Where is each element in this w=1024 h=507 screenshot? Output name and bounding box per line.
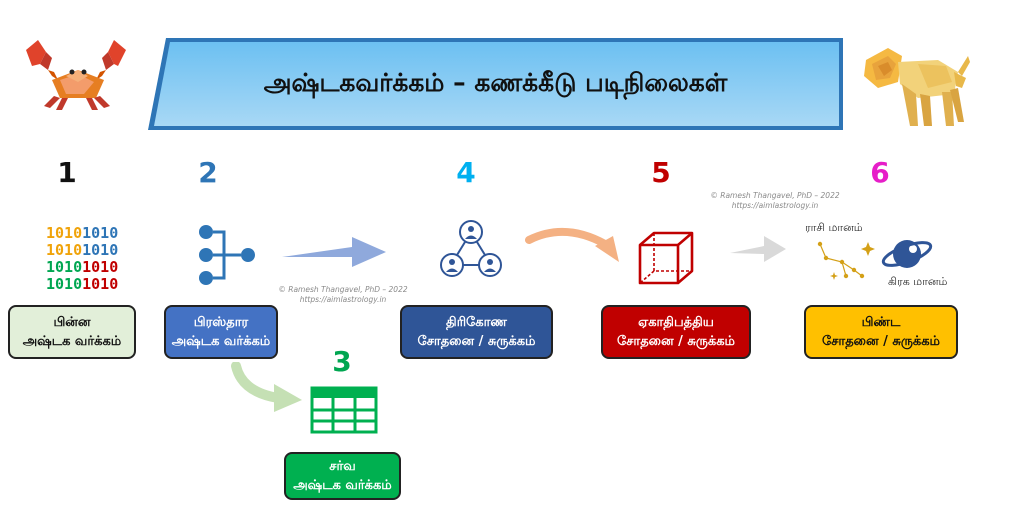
arrow-step2-to-step3: [231, 362, 302, 412]
page-title: அஷ்டகவர்க்கம் – கணக்கீடு படிநிலைகள்: [263, 67, 728, 97]
step-label-line2: அஷ்டக வர்க்கம்: [293, 478, 392, 493]
step-label-line2: சோதனை / சுருக்கம்: [417, 334, 536, 349]
hierarchy-icon: [199, 225, 255, 285]
step-number-2: 2: [198, 156, 218, 189]
step-label-line1: ஏகாதிபத்திய: [638, 315, 714, 330]
table-grid-icon: [310, 386, 378, 434]
watermark-line: https://aimlastrology.in: [731, 201, 819, 210]
step-number-3: 3: [332, 345, 352, 378]
constellation-icon: [817, 241, 875, 280]
step-label-line2: அஷ்டக வர்க்கம்: [22, 334, 122, 349]
binary-row: 10101010: [46, 225, 122, 242]
binary-icon: 10101010 10101010 10101010 10101010: [46, 225, 122, 293]
step-number-5: 5: [651, 156, 671, 189]
watermark-line: © Ramesh Thangavel, PhD – 2022: [710, 191, 840, 200]
step-label-line2: அஷ்டக வர்க்கம்: [171, 334, 271, 349]
cube-icon: [638, 231, 694, 285]
binary-group: 1010: [46, 258, 83, 276]
step-box-6: பிண்ட சோதனை / சுருக்கம்: [804, 305, 958, 359]
graha-label: கிரக மானம்: [888, 275, 948, 288]
binary-group: 1010: [82, 241, 119, 259]
step-label-line1: திரிகோண: [446, 315, 507, 330]
watermark: © Ramesh Thangavel, PhD – 2022 https://a…: [700, 191, 850, 211]
binary-group: 1010: [46, 224, 83, 242]
step-box-5: ஏகாதிபத்திய சோதனை / சுருக்கம்: [601, 305, 751, 359]
step-box-2: பிரஸ்தார அஷ்டக வர்க்கம்: [164, 305, 278, 359]
binary-group: 1010: [82, 224, 119, 242]
step-box-1: பின்ன அஷ்டக வர்க்கம்: [8, 305, 136, 359]
step-label-line2: சோதனை / சுருக்கம்: [821, 334, 940, 349]
step-label-line1: பிரஸ்தார: [193, 315, 249, 330]
step-number-6: 6: [870, 156, 890, 189]
people-network-icon: [440, 220, 502, 277]
binary-row: 10101010: [46, 276, 122, 293]
binary-row: 10101010: [46, 242, 122, 259]
lion-icon: [864, 48, 970, 126]
watermark: © Ramesh Thangavel, PhD – 2022 https://a…: [258, 285, 428, 305]
arrow-step5-to-step6: [730, 236, 786, 262]
step-label-line1: பின்ன: [53, 315, 91, 330]
rasi-label: ராசி மானம்: [805, 221, 863, 234]
step-box-4: திரிகோண சோதனை / சுருக்கம்: [400, 305, 553, 359]
planet-icon: [881, 240, 933, 268]
binary-group: 1010: [46, 241, 83, 259]
step-label-line1: சர்வ: [329, 459, 356, 474]
binary-row: 10101010: [46, 259, 122, 276]
binary-group: 1010: [82, 275, 119, 293]
watermark-line: https://aimlastrology.in: [299, 295, 387, 304]
arrow-step2-to-step4: [282, 237, 386, 267]
step-label-line2: சோதனை / சுருக்கம்: [616, 334, 735, 349]
watermark-line: © Ramesh Thangavel, PhD – 2022: [278, 285, 408, 294]
binary-group: 1010: [82, 258, 119, 276]
arrow-step4-to-step5: [525, 228, 619, 262]
step-box-3: சர்வ அஷ்டக வர்க்கம்: [284, 452, 401, 500]
crab-icon: [26, 40, 126, 110]
title-banner: அஷ்டகவர்க்கம் – கணக்கீடு படிநிலைகள்: [148, 38, 843, 130]
step-number-1: 1: [57, 156, 77, 189]
step-number-4: 4: [456, 156, 476, 189]
step-label-line1: பிண்ட: [861, 315, 901, 330]
binary-group: 1010: [46, 275, 83, 293]
